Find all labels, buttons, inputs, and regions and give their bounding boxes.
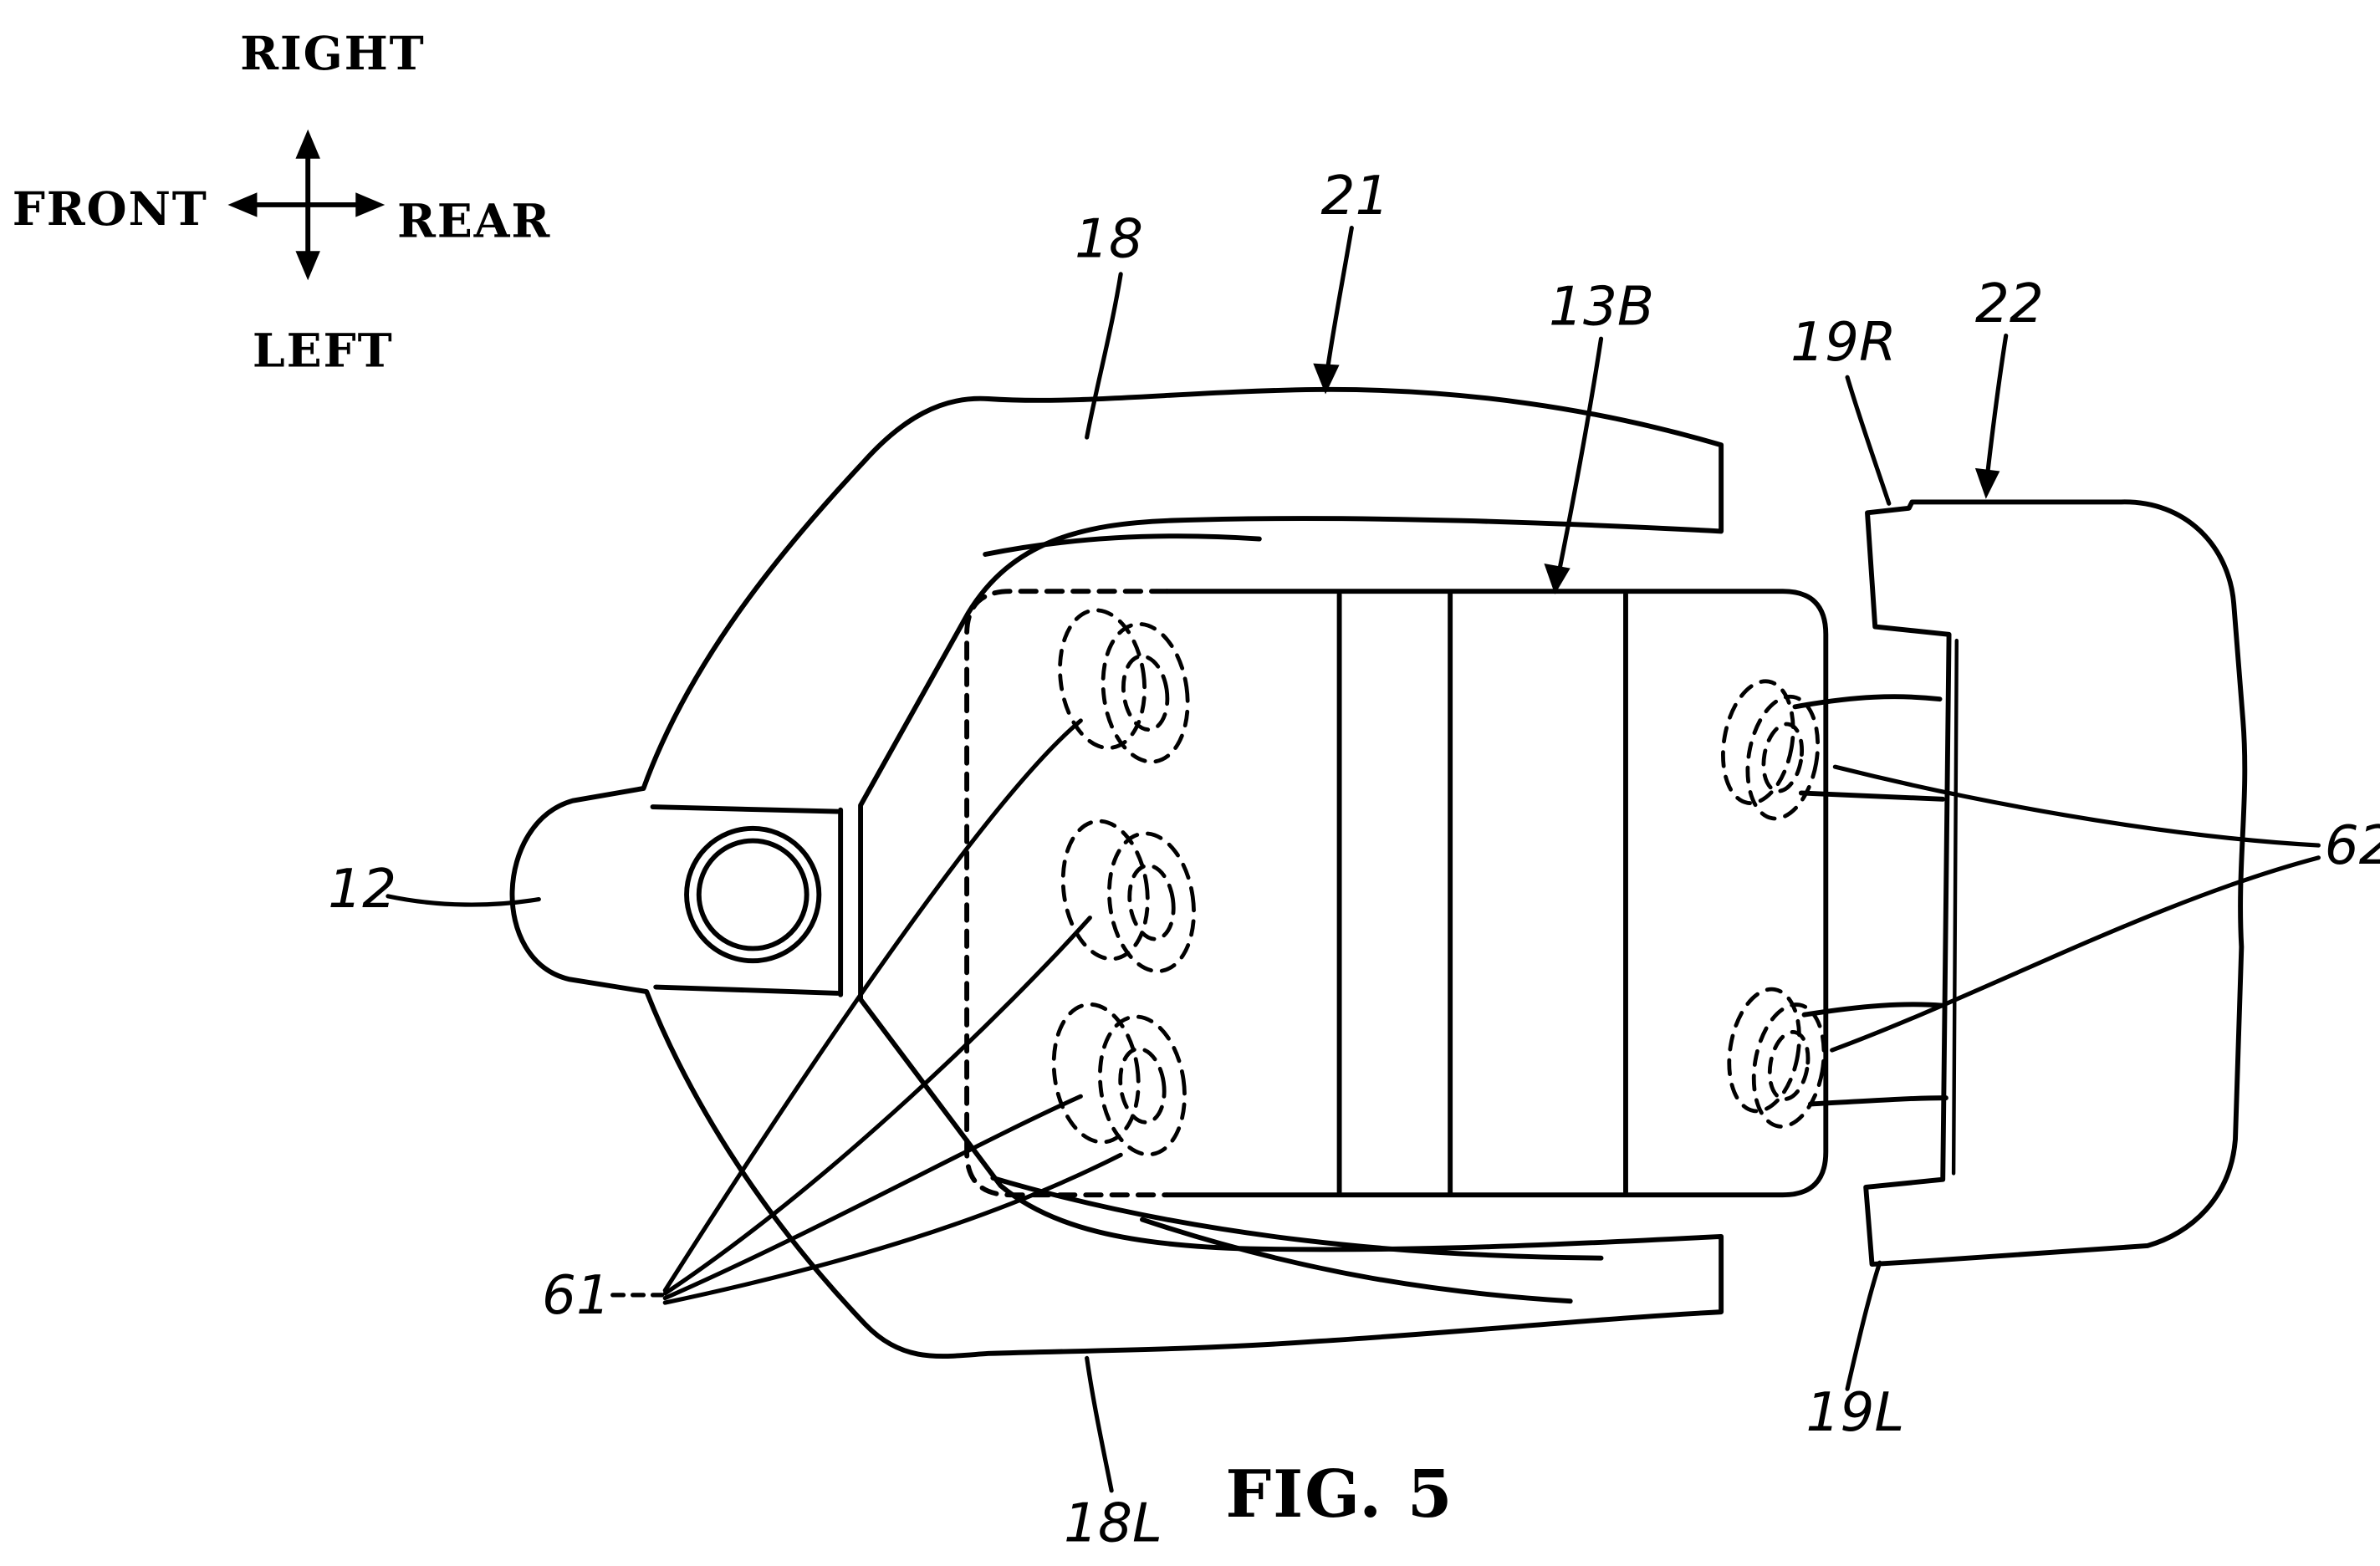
rear-bracket-face-line bbox=[1951, 638, 1959, 1176]
hidden-bolt-a-outer bbox=[1101, 622, 1190, 764]
mount-block bbox=[964, 589, 1829, 1198]
ref-label-19L: 19L bbox=[1805, 1382, 1905, 1445]
ref-label-13B: 13B bbox=[1548, 277, 1655, 339]
arrow-up-icon bbox=[295, 129, 320, 159]
hidden-bolt-a-inner bbox=[1121, 654, 1170, 732]
ref-label-21: 21 bbox=[1320, 166, 1390, 228]
rear-bracket bbox=[1863, 499, 2248, 1267]
mount-block-solid-outline bbox=[1164, 589, 1829, 1198]
ref-label-18L: 18L bbox=[1064, 1493, 1162, 1556]
compass-label-right: RIGHT bbox=[240, 28, 426, 82]
arrowhead-13B bbox=[1544, 564, 1570, 594]
leader-21 bbox=[1325, 225, 1354, 375]
front-bracket bbox=[509, 386, 1724, 1359]
arrow-left-icon bbox=[227, 192, 258, 217]
inner-arm-curve-top bbox=[983, 533, 1262, 557]
stud-bottom-lower-edge bbox=[1807, 1095, 1948, 1107]
hidden-bolt-b-outer bbox=[1107, 831, 1196, 973]
leader-18L bbox=[1085, 1355, 1114, 1493]
hidden-bolt-c-inner bbox=[1118, 1047, 1167, 1125]
hidden-bolt-d-rear bbox=[1721, 679, 1795, 805]
ref-label-18: 18 bbox=[1074, 209, 1143, 272]
mount-studs bbox=[1792, 694, 1948, 1107]
ref-label-19R: 19R bbox=[1790, 312, 1897, 375]
hidden-bolt-a-rear bbox=[1058, 608, 1147, 750]
inner-arm-curve-bottom-1 bbox=[990, 1175, 1604, 1261]
ref-label-61: 61 bbox=[541, 1265, 611, 1328]
hidden-bolts-left bbox=[1051, 608, 1196, 1157]
leader-61-c bbox=[662, 1094, 1083, 1301]
leader-62-lower bbox=[1830, 855, 2321, 1053]
boss-top-edge bbox=[650, 804, 840, 814]
ref-label-62: 62 bbox=[2324, 816, 2380, 878]
hidden-bolt-e-outer bbox=[1751, 1002, 1826, 1129]
leader-13B bbox=[1557, 336, 1604, 573]
leader-22 bbox=[1985, 333, 2009, 477]
arrowhead-22 bbox=[1974, 467, 2000, 499]
leader-18 bbox=[1085, 272, 1123, 440]
leader-lines bbox=[386, 225, 2321, 1493]
arrow-right-icon bbox=[355, 192, 386, 217]
compass-label-left: LEFT bbox=[252, 324, 394, 380]
stud-top-upper-edge bbox=[1792, 694, 1943, 710]
stud-top-lower-edge bbox=[1798, 790, 1946, 802]
hidden-bolt-d-inner bbox=[1761, 722, 1805, 793]
leader-62-upper bbox=[1832, 764, 2321, 848]
hidden-bolt-b-rear bbox=[1060, 819, 1150, 962]
stud-bottom-upper-edge bbox=[1801, 1002, 1946, 1018]
front-bracket-outline bbox=[509, 386, 1724, 1359]
hidden-bolt-d-outer bbox=[1745, 694, 1821, 821]
arrow-down-icon bbox=[295, 251, 320, 281]
leader-12 bbox=[386, 894, 541, 907]
leader-19R bbox=[1845, 375, 1892, 506]
mount-block-hidden-outline bbox=[964, 589, 1170, 1198]
hidden-bolt-e-rear bbox=[1727, 987, 1801, 1114]
arrowhead-21 bbox=[1313, 363, 1340, 395]
rear-bracket-outline bbox=[1863, 499, 2248, 1267]
compass-label-front: FRONT bbox=[12, 183, 208, 237]
hidden-bolt-e-inner bbox=[1767, 1029, 1811, 1101]
compass-label-rear: REAR bbox=[396, 195, 552, 250]
leader-61-b bbox=[662, 916, 1092, 1296]
compass-arrows bbox=[227, 129, 386, 281]
hidden-bolt-b-inner bbox=[1127, 863, 1176, 941]
hidden-bolt-c-rear bbox=[1051, 1002, 1141, 1145]
leader-61-a bbox=[662, 718, 1083, 1293]
inner-arm-curve-bottom-2 bbox=[1140, 1217, 1573, 1304]
ref-label-12: 12 bbox=[328, 859, 397, 921]
leader-19L bbox=[1845, 1260, 1882, 1391]
hidden-bolt-c-outer bbox=[1098, 1014, 1187, 1157]
ref-label-22: 22 bbox=[1974, 273, 2044, 336]
hidden-bolts-right bbox=[1721, 679, 1826, 1129]
pivot-boss-inner-ring bbox=[696, 838, 810, 951]
leader-61-d bbox=[662, 1152, 1123, 1305]
figure-caption: FIG. 5 bbox=[1225, 1456, 1454, 1533]
pivot-boss-outer-ring bbox=[684, 825, 822, 964]
boss-bottom-edge bbox=[653, 984, 840, 996]
